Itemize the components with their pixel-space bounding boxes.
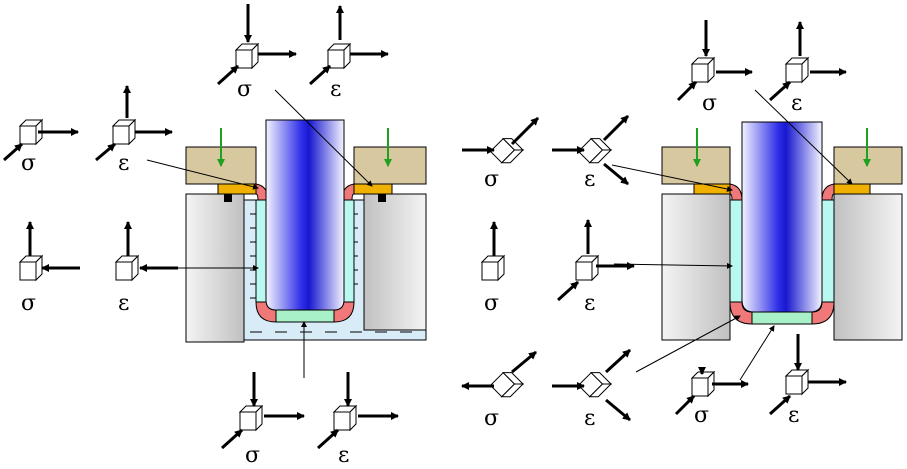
labels: σ ε σ ε σ ε σ ε σ ε σ ε σ ε σ ε σ ε (21, 77, 802, 468)
label-sigma-upper-left: σ (21, 151, 36, 176)
cube-sigma-upper-right-arrow-1 (510, 116, 540, 146)
cube-epsilon-top-left (326, 42, 352, 70)
cube-sigma-top-right (690, 56, 716, 84)
cube-epsilon-top-right-arrow-2 (768, 80, 792, 102)
label-sigma-lower-right: σ (484, 406, 499, 431)
cube-sigma-bottom-left-arrow-2 (220, 428, 244, 450)
label-sigma-bottom-right: σ (694, 403, 709, 428)
label-epsilon-upper-left: ε (118, 151, 129, 176)
right-corner-zone-left (729, 183, 743, 201)
cube-epsilon-lower-right (577, 371, 613, 398)
label-epsilon-bottom-left: ε (338, 443, 349, 468)
cube-sigma-top-left (234, 42, 260, 70)
left-punch (265, 119, 345, 311)
cube-sigma-bottom-right-arrow-2 (674, 394, 696, 416)
cube-epsilon-bottom-left-arrow-2 (316, 428, 340, 450)
right-wall-zone-right (821, 199, 835, 303)
left-seal-left (224, 194, 232, 202)
right-die-left (661, 193, 731, 341)
cube-epsilon-top-right (784, 56, 810, 84)
label-sigma-top-right: σ (702, 91, 717, 116)
right-corner-zone-right (821, 183, 835, 201)
stress-strain-glyphs (3, 4, 847, 450)
cube-epsilon-top-left-arrow-2 (308, 64, 332, 86)
label-epsilon-upper-right: ε (584, 167, 595, 192)
cube-sigma-top-right-arrow-2 (676, 80, 698, 102)
right-die-right (833, 193, 903, 341)
cube-sigma-bottom-right (690, 370, 716, 398)
label-sigma-bottom-left: σ (245, 443, 260, 468)
label-epsilon-mid-right: ε (584, 291, 595, 316)
cube-epsilon-bottom-right (784, 368, 810, 396)
right-bottom-zone (751, 311, 813, 325)
cube-epsilon-upper-right-arrow-1 (602, 114, 630, 142)
label-sigma-top-left: σ (237, 77, 252, 102)
left-pad-right (353, 183, 393, 195)
left-assembly (185, 119, 427, 343)
cube-sigma-top-left-arrow-2 (216, 64, 240, 86)
label-sigma-upper-right: σ (484, 167, 499, 192)
left-pad-left (217, 183, 257, 195)
cube-epsilon-bottom-left (332, 404, 358, 432)
left-bottom-zone (275, 309, 335, 323)
cube-epsilon-mid-left (114, 254, 140, 282)
cube-epsilon-lower-right-arrow-1 (604, 348, 632, 374)
cube-sigma-lower-right (489, 371, 525, 398)
right-punch (741, 121, 823, 313)
left-seal-right (378, 194, 386, 202)
label-epsilon-bottom-right: ε (788, 403, 799, 428)
right-assembly (661, 121, 903, 341)
cube-epsilon-lower-right-arrow-2 (605, 398, 631, 422)
cube-epsilon-upper-right (577, 137, 613, 164)
label-epsilon-top-right: ε (791, 91, 802, 116)
cube-epsilon-upper-left (111, 118, 137, 146)
label-sigma-mid-right: σ (484, 291, 499, 316)
cube-sigma-mid-right (480, 254, 506, 282)
cube-sigma-mid-left (18, 254, 44, 282)
label-sigma-mid-left: σ (21, 291, 36, 316)
right-pad-right (833, 183, 871, 195)
cube-epsilon-upper-left-arrow-2 (95, 142, 116, 162)
label-epsilon-top-left: ε (330, 77, 341, 102)
cube-sigma-bottom-left (238, 404, 264, 432)
label-epsilon-mid-left: ε (118, 291, 129, 316)
cube-epsilon-mid-right-arrow-2 (556, 280, 580, 302)
cube-epsilon-bottom-right-arrow-2 (768, 394, 792, 416)
cube-epsilon-upper-right-arrow-2 (603, 162, 629, 186)
cube-sigma-upper-left-arrow-1 (3, 142, 23, 162)
right-wall-zone-left (729, 199, 743, 303)
cube-sigma-lower-right-arrow-1 (511, 350, 537, 374)
cube-epsilon-mid-right (574, 254, 600, 282)
left-die-right (363, 193, 427, 331)
label-epsilon-lower-right: ε (584, 406, 595, 431)
